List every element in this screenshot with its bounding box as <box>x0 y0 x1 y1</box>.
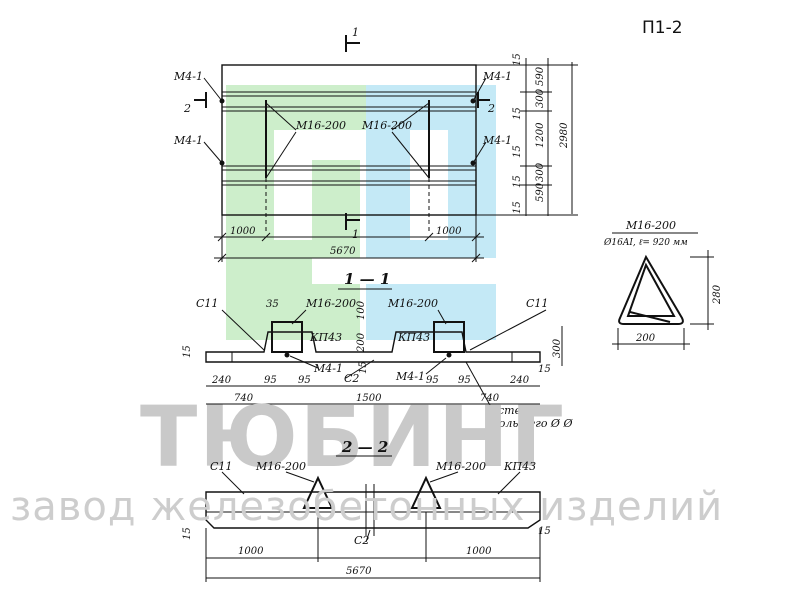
detail-title: М16-200 <box>625 219 676 232</box>
section-2-2-loop-right <box>410 475 442 509</box>
section-2-2-loop-left <box>302 475 334 509</box>
plan-label-m16-right: М16-200 <box>361 119 412 132</box>
section-1-1-dim-15-left: 15 <box>182 345 193 358</box>
section-1-1-dim-240-left: 240 <box>211 375 232 386</box>
plan-dim-chain-6: 15 <box>512 175 523 188</box>
detail-loop-shape <box>618 254 684 325</box>
section-2-2-label-c2: С2 <box>354 534 369 547</box>
section-1-1-dim-95-a: 95 <box>264 375 277 386</box>
plan-dim-chain-4: 1200 <box>535 122 546 148</box>
plan-dim-chain-7: 300 <box>535 162 546 182</box>
section-2-2-dim-15-left: 15 <box>182 527 193 540</box>
plan-dim-chain-5: 15 <box>512 145 523 158</box>
section-2-2-label-m16-right: М16-200 <box>435 460 486 473</box>
plan-dim-chain-1: 590 <box>535 66 546 86</box>
section-1-1-dim-200: 200 <box>356 332 367 353</box>
section-1-1-dim-1500: 1500 <box>356 393 382 404</box>
section-1-1-title: 1 — 1 <box>344 270 390 288</box>
section-1-1-dim-15-right: 15 <box>538 364 551 375</box>
section-1-1-label-m4-left: М4-1 <box>313 362 343 375</box>
detail-width: 200 <box>635 333 656 344</box>
plan-dim-right: 1000 <box>436 226 462 237</box>
watermark-brand: ТЮБИНГ <box>140 388 566 486</box>
plan-dim-chain-0: 15 <box>512 53 523 66</box>
watermark-blue-block <box>366 240 496 340</box>
section-1-1-label-c11-right: С11 <box>526 297 548 310</box>
sheet-id: П1-2 <box>642 18 683 38</box>
plan-dim-height: 2980 <box>559 122 570 149</box>
section-1-1-dim-100: 100 <box>356 300 367 320</box>
plan-section-mark-1-bottom: 1 <box>352 228 359 241</box>
watermark-tagline: завод железобетонных изделий <box>10 484 723 530</box>
section-1-1-label-kp43-left: КП43 <box>309 331 342 344</box>
plan-label-m4-bottom-left: М4-1 <box>173 134 203 147</box>
section-1-1: 1 — 1 С11 С11 М16-200 М16-200 КП43 КП43 … <box>182 270 573 430</box>
section-2-2-label-c11: С11 <box>210 460 232 473</box>
section-1-1-dim-240-right: 240 <box>509 375 530 386</box>
section-1-1-loop-right <box>433 321 465 353</box>
plan-dim-left: 1000 <box>230 226 256 237</box>
plan-slab-outline <box>221 64 477 216</box>
section-1-1-dim-35: 35 <box>266 299 279 310</box>
plan-section-mark-1-top: 1 <box>352 26 359 39</box>
section-2-2-label-kp43: КП43 <box>503 460 536 473</box>
plan-section-mark-2-left: 2 <box>183 102 191 115</box>
section-1-1-dim-95-c: 95 <box>426 375 439 386</box>
section-1-1-dim-95-b: 95 <box>298 375 311 386</box>
detail-height: 280 <box>712 284 723 305</box>
plan-label-m4-top-left: М4-1 <box>173 70 203 83</box>
section-1-1-profile <box>205 331 541 363</box>
section-2-2: 2 — 2 С11 М16-200 М16-200 КП43 С2 15 15 … <box>182 438 551 582</box>
section-1-1-note-line1: стерЖни <box>498 404 555 417</box>
plan-label-m4-bottom-right: М4-1 <box>482 134 512 147</box>
section-1-1-dim-740-left: 740 <box>234 393 254 404</box>
section-2-2-dim-overall: 5670 <box>346 566 372 577</box>
section-2-2-label-m16-left: М16-200 <box>255 460 306 473</box>
section-2-2-title: 2 — 2 <box>341 438 388 456</box>
section-1-1-note-line2: большего Ø Ø <box>492 417 573 430</box>
section-2-2-dim-15-right: 15 <box>538 526 551 537</box>
plan-dim-chain-3: 15 <box>512 107 523 120</box>
section-2-2-profile <box>205 491 541 529</box>
section-1-1-dim-300: 300 <box>552 338 563 358</box>
plan-section-mark-2-right: 2 <box>487 102 495 115</box>
section-1-1-dim-15-mid: 15 <box>358 361 369 374</box>
section-2-2-dim-left: 1000 <box>238 546 264 557</box>
plan-dim-chain-8: 590 <box>535 182 546 202</box>
plan-label-m4-top-right: М4-1 <box>482 70 512 83</box>
plan-view: М16-200 М16-200 М4-1 М4-1 М4-1 М4-1 1 1 … <box>173 26 578 263</box>
plan-dim-chain-2: 300 <box>535 88 546 108</box>
plan-dim-chain-9: 15 <box>512 201 523 214</box>
section-1-1-label-c11-left: С11 <box>196 297 218 310</box>
section-1-1-label-m16-left: М16-200 <box>305 297 356 310</box>
detail-loop: М16-200 Ø16AI, ℓ= 920 мм 280 200 <box>603 219 723 350</box>
section-1-1-label-m4-right: М4-1 <box>395 370 425 383</box>
section-1-1-label-kp43-right: КП43 <box>397 331 430 344</box>
section-1-1-loop-left <box>271 321 303 353</box>
section-1-1-dim-95-d: 95 <box>458 375 471 386</box>
section-1-1-label-m16-right: М16-200 <box>387 297 438 310</box>
plan-label-m16-left: М16-200 <box>295 119 346 132</box>
section-1-1-dim-740-right: 740 <box>480 393 500 404</box>
section-2-2-dim-right: 1000 <box>466 546 492 557</box>
section-1-1-label-c2: С2 <box>344 372 359 385</box>
plan-dim-overall: 5670 <box>330 246 356 257</box>
detail-spec: Ø16AI, ℓ= 920 мм <box>603 237 688 248</box>
